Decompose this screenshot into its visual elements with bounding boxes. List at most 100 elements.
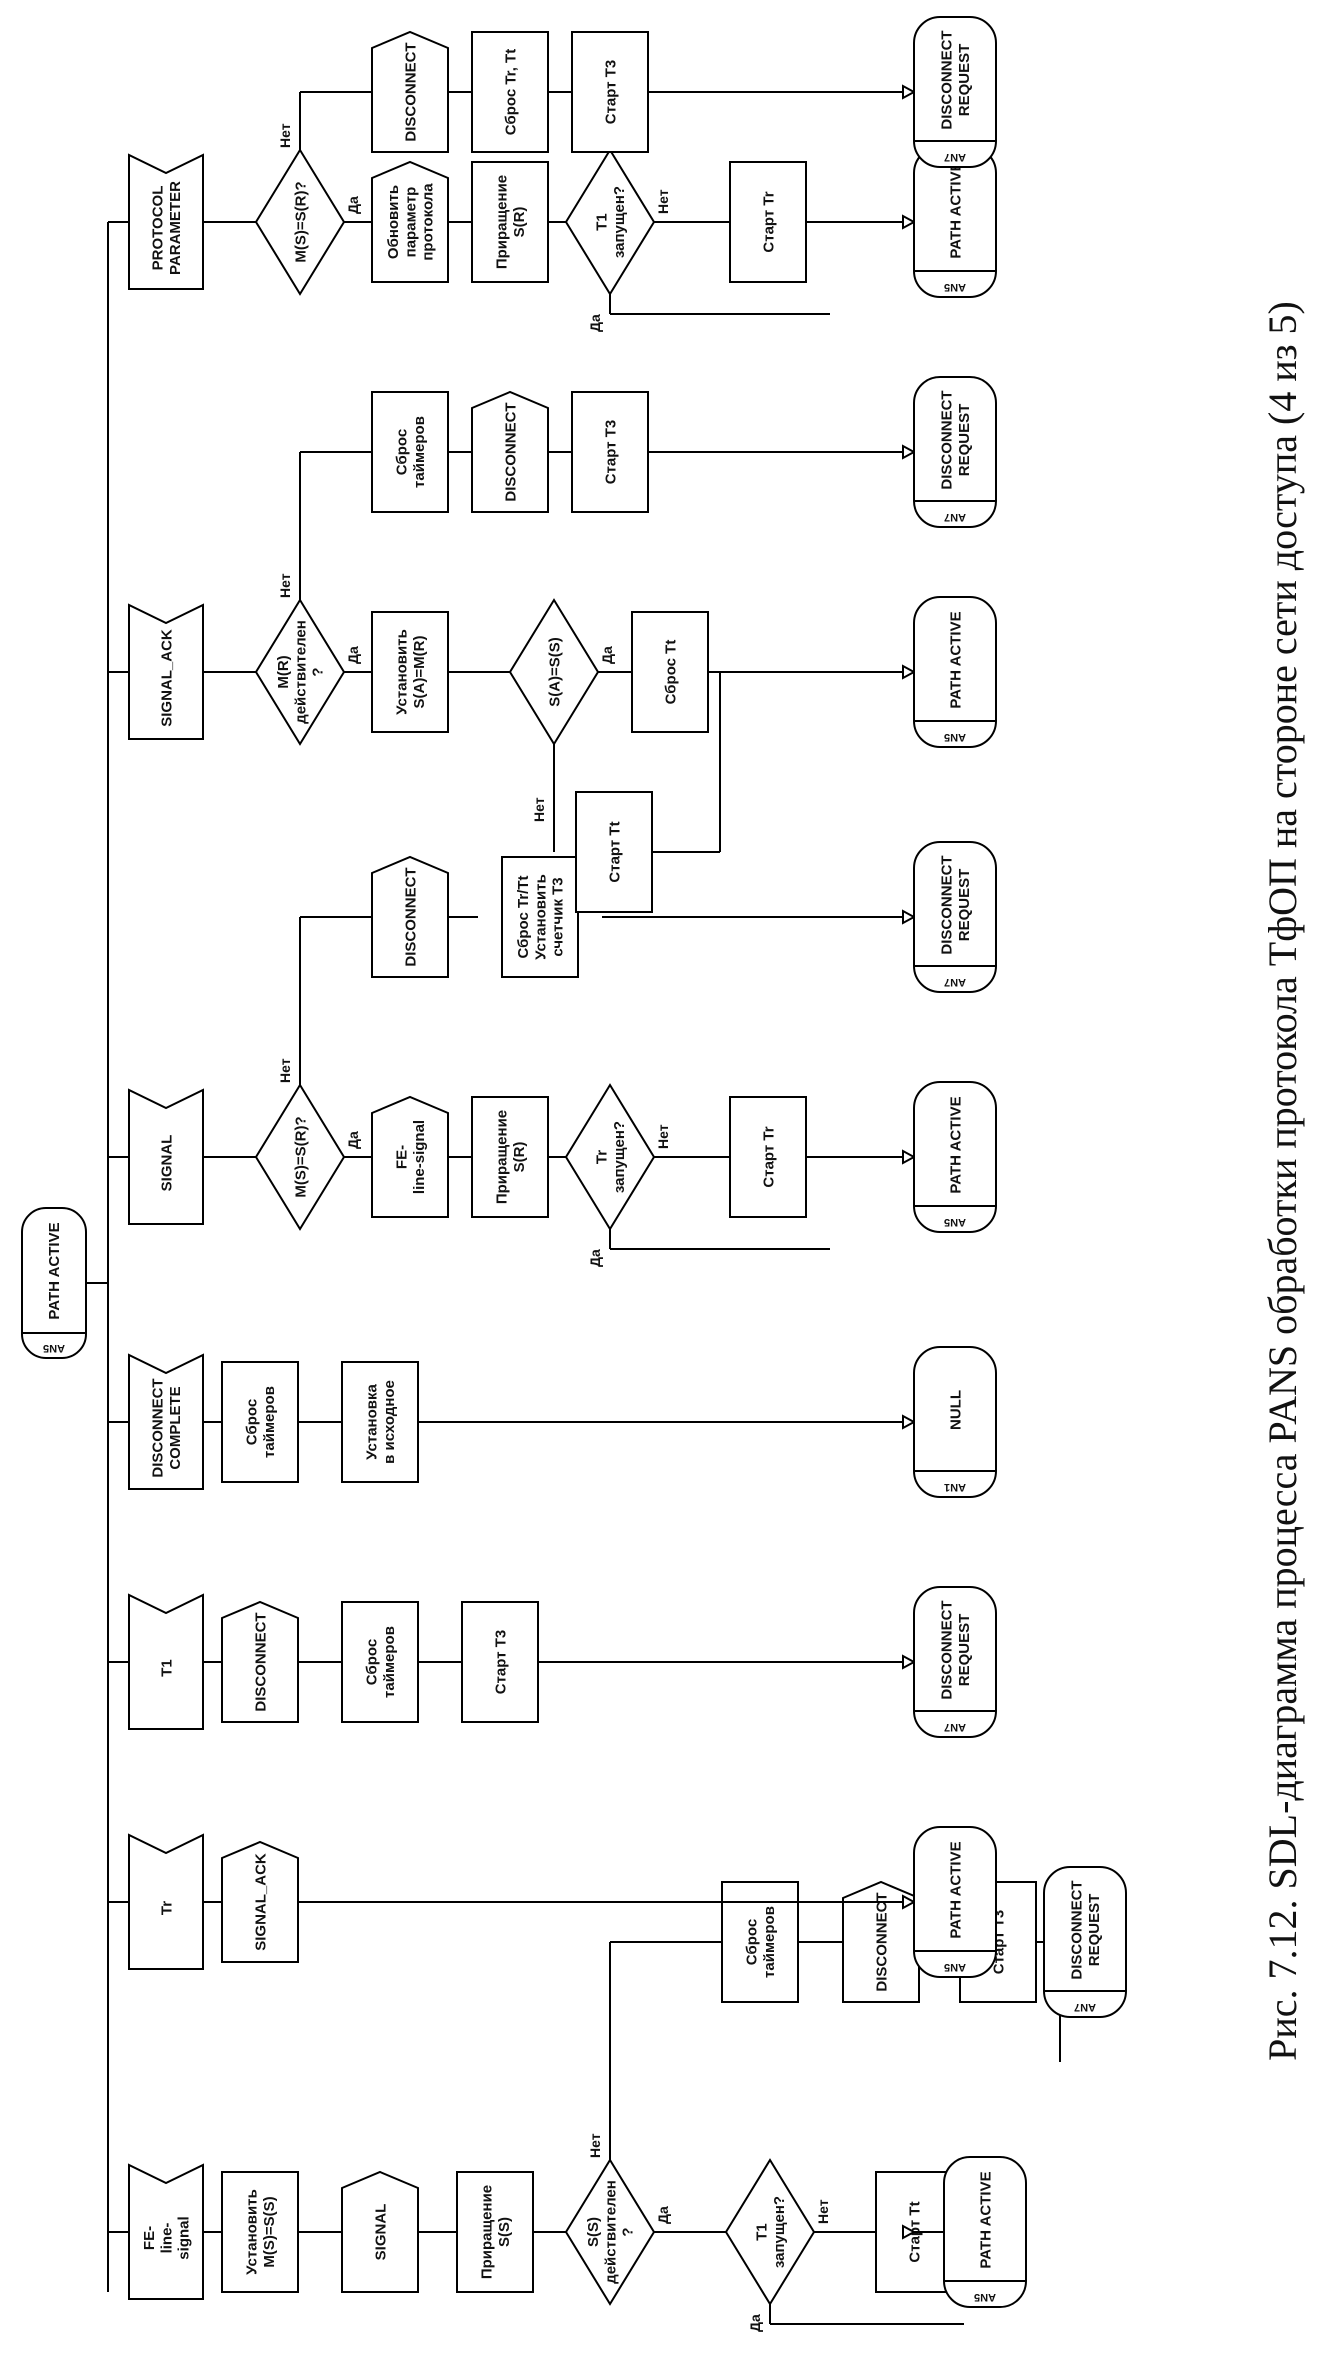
output-signal (221, 1840, 299, 1963)
arrow-head (902, 444, 917, 460)
node-label: Сброс (364, 1639, 381, 1685)
node-label: Приращение (494, 1110, 511, 1204)
node-label: Сброс (744, 1919, 761, 1965)
branch-answer: Нет (277, 1058, 293, 1083)
branch-answer: Нет (531, 797, 547, 822)
node-label: DISCONNECT (939, 1600, 956, 1699)
output-signal (471, 390, 549, 513)
node-label: S(R) (511, 207, 528, 238)
input-signal (128, 1593, 204, 1730)
arrow-head (902, 909, 917, 925)
node-label: PATH ACTIVE (947, 611, 964, 708)
node-label: протокола (420, 183, 437, 261)
node-label: Сброс (394, 429, 411, 475)
node-label: DISCONNECT (402, 42, 419, 141)
node-label: Tr (594, 1150, 611, 1164)
node-label: таймеров (261, 1386, 278, 1458)
output-signal (371, 855, 449, 978)
decision (724, 2158, 816, 2306)
node-label: S(S) (585, 2217, 602, 2247)
node-label: REQUEST (956, 44, 973, 117)
state (913, 841, 997, 993)
state-tag: AN7 (1074, 2001, 1096, 2013)
node-label: line-signal (411, 1120, 428, 1194)
node-label: SIGNAL_ACK (158, 629, 175, 727)
node-label: Приращение (494, 175, 511, 269)
node-label: M(R) (275, 655, 292, 688)
caption: Рис. 7.12. SDL-диаграмма процесса PANS о… (1260, 301, 1305, 2061)
node-label: REQUEST (1086, 1894, 1103, 1967)
node-label: действителен (602, 2180, 619, 2284)
input-signal (128, 603, 204, 740)
node-label: DISCONNECT (939, 390, 956, 489)
state-tag: AN5 (944, 731, 966, 743)
node-label: M(S)=S(R)? (292, 1116, 309, 1197)
node-label: действителен (292, 620, 309, 724)
node-label: COMPLETE (167, 1386, 184, 1469)
arrow-head (902, 214, 917, 230)
node-label: SIGNAL (372, 2204, 389, 2261)
node-label: FE- (394, 1145, 411, 1169)
node-label: REQUEST (956, 404, 973, 477)
node-label: Установить (394, 629, 411, 715)
node-label: PATH ACTIVE (947, 161, 964, 258)
node-label: запущен? (611, 1121, 628, 1193)
state (913, 376, 997, 528)
node-label: DISCONNECT (252, 1612, 269, 1711)
branch-answer: Нет (655, 189, 671, 214)
state (913, 1081, 997, 1233)
output-signal (371, 1095, 449, 1218)
state-tag: AN5 (944, 1216, 966, 1228)
node-label: Старт T3 (602, 60, 619, 125)
arrow-head (902, 84, 917, 100)
node-label: T1 (594, 213, 611, 231)
node-label: NULL (947, 1390, 964, 1430)
node-label: signal (176, 2216, 193, 2259)
state (913, 16, 997, 168)
output-signal (221, 1600, 299, 1723)
node-label: DISCONNECT (939, 855, 956, 954)
node-label: SIGNAL (158, 1135, 175, 1192)
output-signal (371, 160, 449, 283)
node-label: параметр (402, 187, 419, 258)
input-signal (128, 1833, 204, 1970)
node-label: M(S)=S(S) (261, 2196, 278, 2267)
node-label: таймеров (381, 1626, 398, 1698)
branch-answer: Да (599, 646, 615, 664)
state-tag: AN5 (944, 281, 966, 293)
node-label: запущен? (611, 186, 628, 258)
output-signal (842, 1880, 920, 2003)
state-tag: AN7 (944, 1721, 966, 1733)
branch-answer: Нет (587, 2133, 603, 2158)
arrow-head (902, 1654, 917, 1670)
node-label: PATH ACTIVE (947, 1096, 964, 1193)
node-label: REQUEST (956, 1614, 973, 1687)
node-label: REQUEST (956, 869, 973, 942)
node-label: FE- (141, 2226, 158, 2250)
state (943, 2156, 1027, 2308)
node-label: Старт Tr (760, 1126, 777, 1187)
node-label: S(S) (496, 2217, 513, 2247)
state (913, 1586, 997, 1738)
node-label: счетчик T3 (550, 877, 567, 956)
node-label: PATH ACTIVE (977, 2171, 994, 2268)
state-name: PATH ACTIVE (46, 1222, 63, 1319)
node-label: S(A)=M(R) (411, 636, 428, 709)
node-label: Старт T3 (492, 1630, 509, 1695)
node-label: PROTOCOL (150, 186, 167, 271)
node-label: PARAMETER (167, 181, 184, 275)
node-label: DISCONNECT (402, 867, 419, 966)
node-label: DISCONNECT (939, 30, 956, 129)
decision (508, 598, 600, 746)
state-tag: AN5 (944, 1961, 966, 1973)
branch-answer: Нет (655, 1124, 671, 1149)
node-label: Старт T3 (602, 420, 619, 485)
arrow-head (902, 1149, 917, 1165)
state (1043, 1866, 1127, 2018)
node-label: в исходное (381, 1380, 398, 1464)
state-tag: AN5 (974, 2291, 996, 2303)
state (913, 1346, 997, 1498)
input-signal (128, 1088, 204, 1225)
node-label: ? (310, 667, 327, 676)
